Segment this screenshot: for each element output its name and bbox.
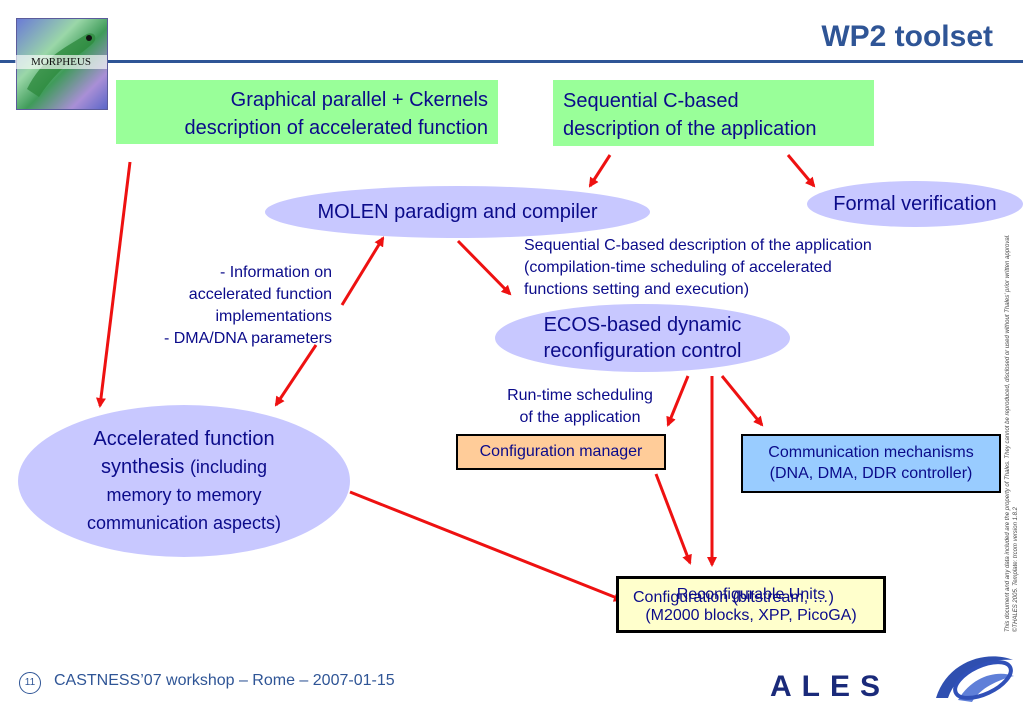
info-note: - Information on accelerated function im…	[120, 262, 332, 350]
configuration-note: Configuration (bitstream, …)	[633, 587, 893, 609]
accel-including: (including	[189, 457, 267, 477]
seq-note-line-3: functions setting and execution)	[524, 281, 750, 298]
arrow-ecos-to-cfgmgr	[666, 375, 690, 427]
arrow-info-to-accel	[274, 344, 318, 407]
sequential-line-1: Sequential C-based	[563, 90, 739, 112]
config-manager-label: Configuration manager	[479, 443, 643, 460]
accelerated-synthesis-ellipse: Accelerated function synthesis (includin…	[18, 405, 350, 557]
sequential-line-2: description of the application	[563, 118, 817, 140]
seq-note-line-2: (compilation-time scheduling of accelera…	[524, 259, 832, 276]
info-line-4: - DMA/DNA parameters	[163, 330, 332, 347]
runtime-note: Run-time scheduling of the application	[470, 385, 690, 429]
arrow-accel-to-molen	[340, 236, 385, 306]
sequential-note: Sequential C-based description of the ap…	[524, 235, 944, 301]
info-line-2: accelerated function	[188, 286, 332, 303]
accel-line-3: memory to memory	[106, 485, 262, 505]
comm-line-2: (DNA, DMA, DDR controller)	[769, 465, 973, 482]
arrow-seq-to-molen	[588, 154, 612, 188]
runtime-line-1: Run-time scheduling	[507, 387, 653, 404]
ecos-control-ellipse: ECOS-based dynamic reconfiguration contr…	[495, 304, 790, 372]
accel-line-4: communication aspects)	[86, 513, 282, 533]
graphical-description-box: Graphical parallel + Ckernels descriptio…	[116, 80, 498, 144]
info-line-1: - Information on	[219, 264, 332, 281]
footer-text: CASTNESS’07 workshop – Rome – 2007-01-15	[54, 672, 395, 689]
chameleon-logo: MORPHEUS	[15, 18, 108, 110]
graphical-line-1: Graphical parallel + Ckernels	[230, 89, 488, 111]
graphical-line-2: description of accelerated function	[184, 117, 488, 139]
accel-synthesis-word: synthesis	[101, 456, 185, 478]
accel-line-1: Accelerated function	[93, 428, 275, 450]
communication-mechanisms-box: Communication mechanisms (DNA, DMA, DDR …	[741, 434, 1001, 493]
reconfigurable-units-box: Reconfigurable Units (M2000 blocks, XPP,…	[616, 576, 886, 633]
logo-text: MORPHEUS	[15, 55, 107, 69]
accel-line-2: synthesis (including	[101, 453, 267, 481]
ecos-line-2: reconfiguration control	[543, 340, 742, 362]
arrow-ecos-to-comm	[720, 375, 764, 427]
config-note-text: Configuration (bitstream, …)	[633, 589, 834, 606]
arrow-accel-to-config	[349, 490, 624, 602]
arrow-cfgmgr-to-recon	[654, 473, 692, 565]
formal-label: Formal verification	[833, 192, 997, 215]
arrow-graphical-to-accel	[96, 161, 132, 408]
comm-line-1: Communication mechanisms	[768, 444, 974, 461]
arrow-molen-to-ecos	[456, 239, 512, 296]
info-line-3: implementations	[215, 308, 333, 325]
header-divider	[0, 60, 1023, 63]
recon-line-1: Reconfigurable Units	[676, 586, 826, 603]
side-text-line-2: ©THALES 2005. Template: trcom version 1.…	[1013, 507, 1019, 632]
copyright-side-text: This document and any data included are …	[1004, 212, 1020, 632]
side-text-line-1: This document and any data included are …	[1005, 234, 1011, 632]
page-title: WP2 toolset	[821, 20, 993, 53]
page-number: 11	[19, 672, 41, 694]
seq-note-line-1: Sequential C-based description of the ap…	[524, 237, 872, 254]
formal-verification-ellipse: Formal verification	[807, 181, 1023, 227]
brand-wordmark: ALES	[770, 670, 891, 703]
runtime-line-2: of the application	[519, 409, 641, 426]
recon-line-2: (M2000 blocks, XPP, PicoGA)	[645, 607, 857, 624]
arrow-seq-to-formal	[786, 154, 816, 188]
ecos-line-1: ECOS-based dynamic	[543, 314, 742, 336]
sequential-description-box: Sequential C-based description of the ap…	[553, 80, 874, 146]
ales-swirl-logo	[936, 656, 1014, 702]
molen-compiler-ellipse: MOLEN paradigm and compiler	[265, 186, 650, 238]
configuration-manager-box: Configuration manager	[456, 434, 666, 470]
molen-label: MOLEN paradigm and compiler	[317, 200, 598, 223]
